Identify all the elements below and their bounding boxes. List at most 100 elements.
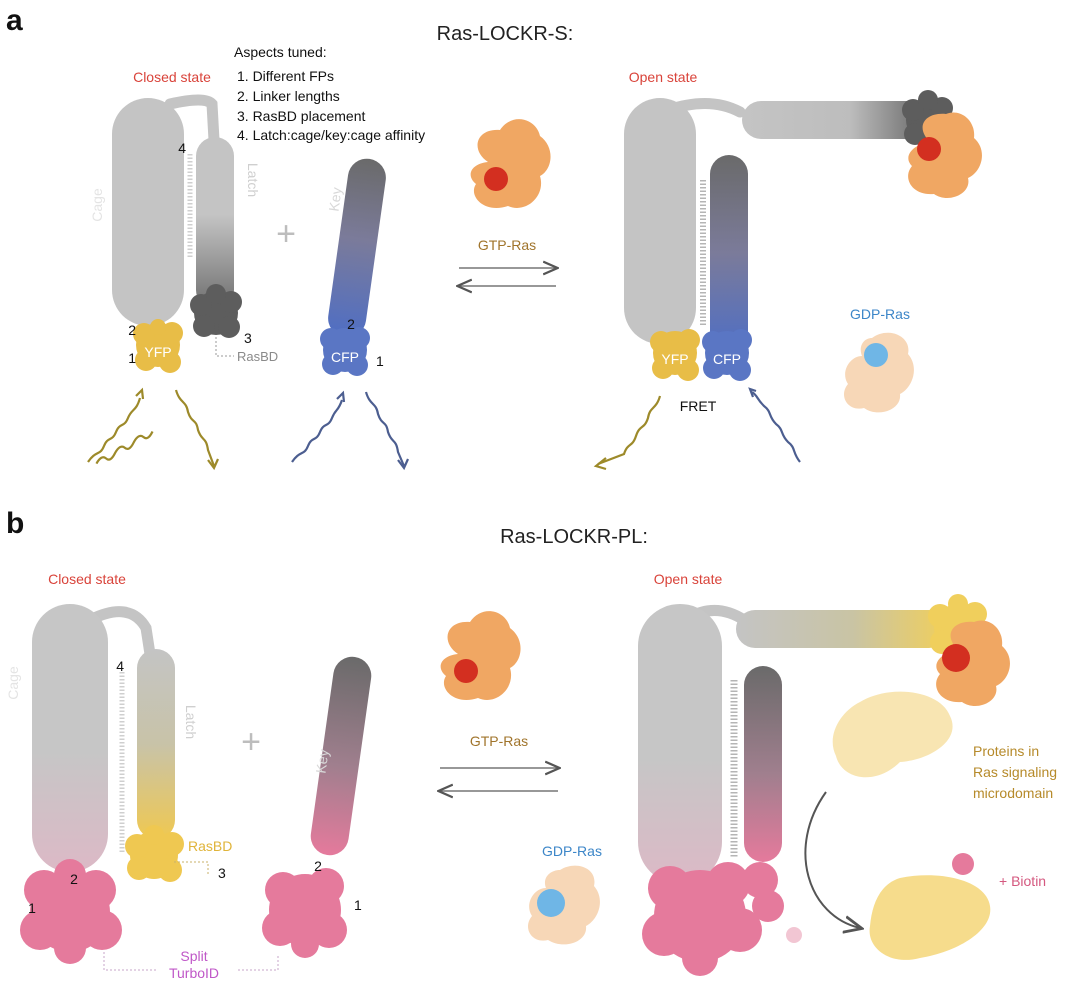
- panel-b-title: Ras-LOCKR-PL:: [500, 526, 648, 548]
- biotinylated-protein: [869, 853, 991, 960]
- site-3-label: 3: [218, 865, 226, 881]
- turboid-c-domain: [262, 868, 347, 958]
- proteins-label-line3: microdomain: [973, 785, 1053, 801]
- gtp-ras-protein: [470, 119, 551, 208]
- open-yfp-label: YFP: [661, 351, 688, 367]
- plus-sign: +: [241, 723, 261, 761]
- latch-body: [137, 649, 175, 839]
- open-latch-body: [736, 610, 948, 648]
- closed-state-label: Closed state: [133, 69, 211, 85]
- aspect-item: 1. Different FPs: [237, 68, 334, 84]
- rasbd-domain: [190, 284, 242, 338]
- open-gtp-dot: [942, 644, 970, 672]
- fret-emission-wave: [597, 395, 662, 466]
- split-label: Split: [180, 948, 207, 964]
- gtp-ras-label: GTP-Ras: [470, 733, 528, 749]
- key-label: Key: [312, 748, 331, 774]
- open-state-label: Open state: [629, 69, 698, 85]
- open-yfp-domain: [650, 329, 700, 381]
- rasbd-label: RasBD: [237, 349, 278, 364]
- labeling-arrow: [804, 791, 860, 928]
- latch-label: Latch: [245, 163, 261, 197]
- biotin-dot: [952, 853, 974, 875]
- cage-body: [112, 98, 184, 326]
- gdp-dot: [537, 889, 565, 917]
- key-site-1-label: 1: [376, 353, 384, 369]
- rasbd-domain: [125, 825, 184, 882]
- gdp-ras-label: GDP-Ras: [542, 843, 602, 859]
- cage-label: Cage: [89, 188, 105, 222]
- open-gtp-ras-protein: [936, 620, 1010, 707]
- open-cage-body: [638, 604, 722, 884]
- cage-latch-linker: [84, 606, 156, 660]
- aspect-item: 2. Linker lengths: [237, 88, 340, 104]
- panel-a-letter: a: [6, 4, 23, 37]
- cfp-emission-wave: [364, 391, 406, 467]
- aspect-item: 4. Latch:cage/key:cage affinity: [237, 127, 425, 143]
- site-4-label: 4: [178, 140, 186, 156]
- gtp-ras-label: GTP-Ras: [478, 237, 536, 253]
- key-site-2-label: 2: [347, 316, 355, 332]
- microdomain-protein: [832, 691, 953, 778]
- excitation-wave: [95, 430, 154, 465]
- gdp-ras-protein: [527, 865, 600, 945]
- key-body: [328, 158, 386, 338]
- cage-label: Cage: [5, 666, 21, 700]
- aspect-item: 3. RasBD placement: [237, 108, 366, 124]
- yfp-emission-wave: [174, 389, 216, 467]
- open-key-body: [744, 666, 782, 862]
- free-biotin-dot: [786, 927, 802, 943]
- open-gtp-dot: [917, 137, 941, 161]
- gtp-dot: [484, 167, 508, 191]
- site-2-label: 2: [70, 871, 78, 887]
- plus-sign: +: [276, 215, 296, 253]
- open-state-label: Open state: [654, 571, 723, 587]
- key-site-2-label: 2: [314, 858, 322, 874]
- gdp-dot: [864, 343, 888, 367]
- fret-label: FRET: [680, 398, 717, 414]
- cfp-label: CFP: [331, 349, 359, 365]
- site-1-label: 1: [28, 900, 36, 916]
- turboid-label: TurboID: [169, 965, 219, 981]
- key-body: [310, 656, 372, 856]
- aspects-list: Aspects tuned: 1. Different FPs 2. Linke…: [234, 44, 425, 143]
- proteins-label-line1: Proteins in: [973, 743, 1039, 759]
- panel-a: a Ras-LOCKR-S: Closed state Aspects tune…: [6, 4, 982, 471]
- closed-state-label: Closed state: [48, 571, 126, 587]
- cage-body: [32, 604, 108, 872]
- cfp-domain: [320, 327, 370, 376]
- yfp-label: YFP: [144, 344, 171, 360]
- gtp-ras-protein: [440, 611, 521, 700]
- rasbd-leader: [215, 337, 234, 357]
- proteins-label-line2: Ras signaling: [973, 764, 1057, 780]
- turboid-n-domain: [20, 859, 122, 964]
- cage-latch-linker: [164, 94, 220, 146]
- site-2-label: 2: [128, 322, 136, 338]
- gtp-dot: [454, 659, 478, 683]
- aspects-heading: Aspects tuned:: [234, 44, 327, 60]
- key-site-1-label: 1: [354, 897, 362, 913]
- rasbd-leader: [174, 861, 209, 876]
- open-turboid-domain: [642, 862, 784, 976]
- site-1-label: 1: [128, 350, 136, 366]
- latch-body: [196, 137, 234, 309]
- open-cfp-domain: [702, 329, 752, 381]
- site-4-label: 4: [116, 658, 124, 674]
- yfp-excitation-wave: [87, 397, 142, 463]
- rasbd-label: RasBD: [188, 838, 232, 854]
- biotin-label: + Biotin: [999, 873, 1046, 889]
- gdp-ras-protein: [843, 332, 914, 413]
- panel-b-letter: b: [6, 507, 24, 540]
- key-label: Key: [325, 186, 344, 212]
- panel-a-title: Ras-LOCKR-S:: [437, 23, 574, 45]
- cfp-excitation-wave: [291, 399, 344, 463]
- panel-b: b Ras-LOCKR-PL: Closed state Cage 4 Latc…: [5, 507, 1057, 982]
- latch-label: Latch: [183, 705, 199, 739]
- open-key-body: [710, 155, 748, 351]
- open-cfp-label: CFP: [713, 351, 741, 367]
- fret-excitation-wave: [751, 391, 801, 463]
- site-3-label: 3: [244, 330, 252, 346]
- open-cage-body: [624, 98, 696, 344]
- open-latch-body: [742, 101, 938, 139]
